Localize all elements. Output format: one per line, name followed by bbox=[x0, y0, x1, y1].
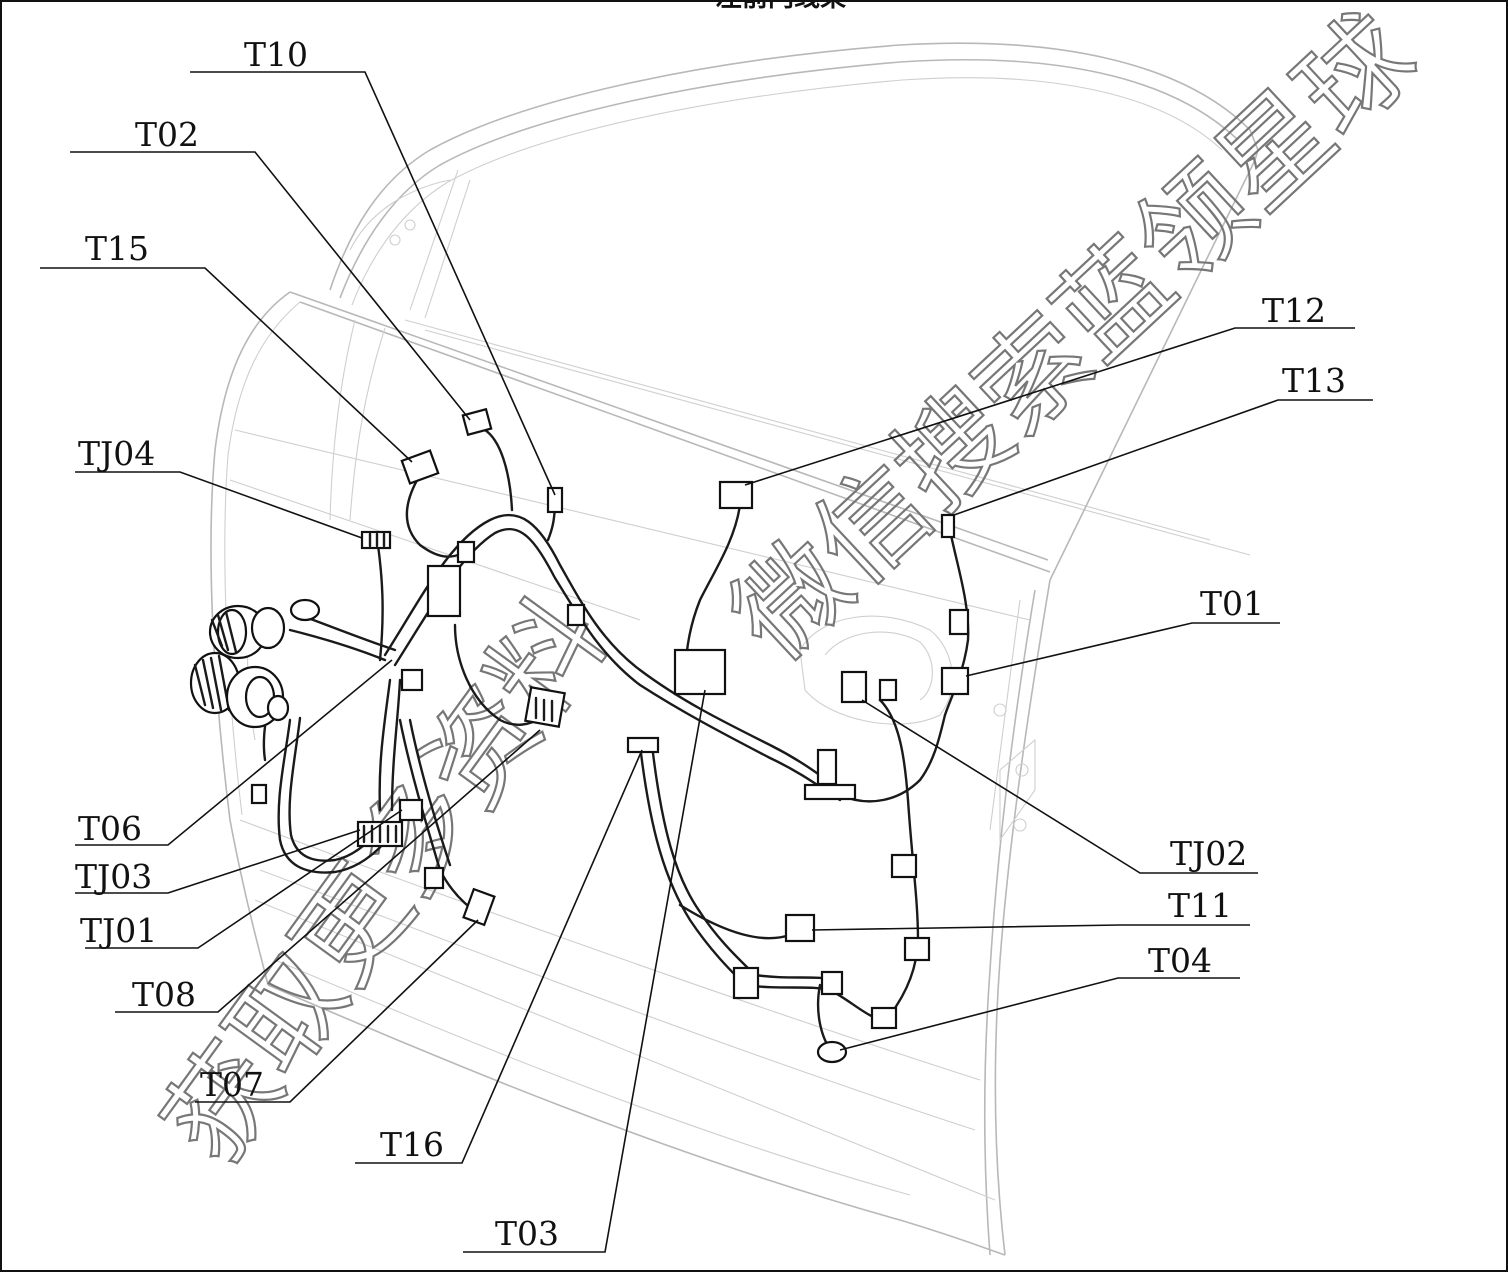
connector-tj01 bbox=[398, 798, 424, 822]
connector-tj02 bbox=[840, 670, 868, 704]
wire-harness bbox=[262, 428, 970, 1057]
door-outline bbox=[210, 42, 1259, 1256]
label-t12: T12 bbox=[1262, 291, 1326, 330]
connector-t06-block bbox=[426, 564, 462, 618]
connector-t11 bbox=[784, 913, 816, 943]
connector-t04 bbox=[816, 1040, 848, 1064]
label-t06: T06 bbox=[78, 809, 142, 848]
clip-7 bbox=[870, 1006, 898, 1030]
clip-6 bbox=[820, 970, 844, 996]
connector-t10 bbox=[546, 486, 564, 514]
clip-8 bbox=[423, 866, 445, 890]
clip-9 bbox=[250, 783, 268, 805]
clip-5 bbox=[732, 966, 760, 1000]
connector-t13 bbox=[940, 513, 956, 539]
clip-mid-base bbox=[803, 783, 857, 801]
clip-3 bbox=[890, 853, 918, 879]
connectors bbox=[250, 407, 970, 1064]
label-t07: T07 bbox=[200, 1065, 264, 1104]
label-tj01: TJ01 bbox=[80, 911, 157, 950]
label-t16: T16 bbox=[380, 1125, 444, 1164]
label-t11: T11 bbox=[1168, 886, 1232, 925]
leader-lines bbox=[40, 71, 1373, 1253]
connector-t07 bbox=[462, 887, 496, 927]
header-title: 左前门线束 bbox=[716, 0, 847, 13]
clip-10 bbox=[400, 668, 424, 692]
clip-2 bbox=[948, 608, 970, 636]
label-t02: T02 bbox=[135, 115, 199, 154]
connector-t12 bbox=[718, 480, 754, 510]
grommets bbox=[189, 598, 321, 729]
label-tj03: TJ03 bbox=[75, 857, 152, 896]
clip-11 bbox=[456, 540, 476, 564]
label-t10: T10 bbox=[244, 35, 308, 74]
label-t15: T15 bbox=[85, 229, 149, 268]
label-t01: T01 bbox=[1200, 584, 1264, 623]
label-t03: T03 bbox=[495, 1214, 559, 1253]
label-tj04: TJ04 bbox=[78, 434, 155, 473]
connector-t15 bbox=[400, 449, 440, 485]
clip-4 bbox=[903, 936, 931, 962]
callout-labels: T10 T02 T15 TJ04 T12 T13 T01 T06 TJ03 TJ… bbox=[75, 35, 1346, 1253]
connector-t01 bbox=[940, 666, 970, 696]
connector-t02 bbox=[461, 407, 493, 437]
connector-t03-block bbox=[673, 648, 727, 696]
connector-tj02-b bbox=[878, 678, 898, 702]
clip-mid bbox=[816, 748, 838, 786]
clip-t16 bbox=[626, 736, 660, 754]
label-t04: T04 bbox=[1148, 941, 1212, 980]
label-t13: T13 bbox=[1282, 361, 1346, 400]
watermark-line2: 微信搜索蓝领星球 bbox=[708, 0, 1439, 684]
label-t08: T08 bbox=[132, 975, 196, 1014]
clip-1 bbox=[566, 603, 586, 627]
label-tj02: TJ02 bbox=[1170, 834, 1247, 873]
